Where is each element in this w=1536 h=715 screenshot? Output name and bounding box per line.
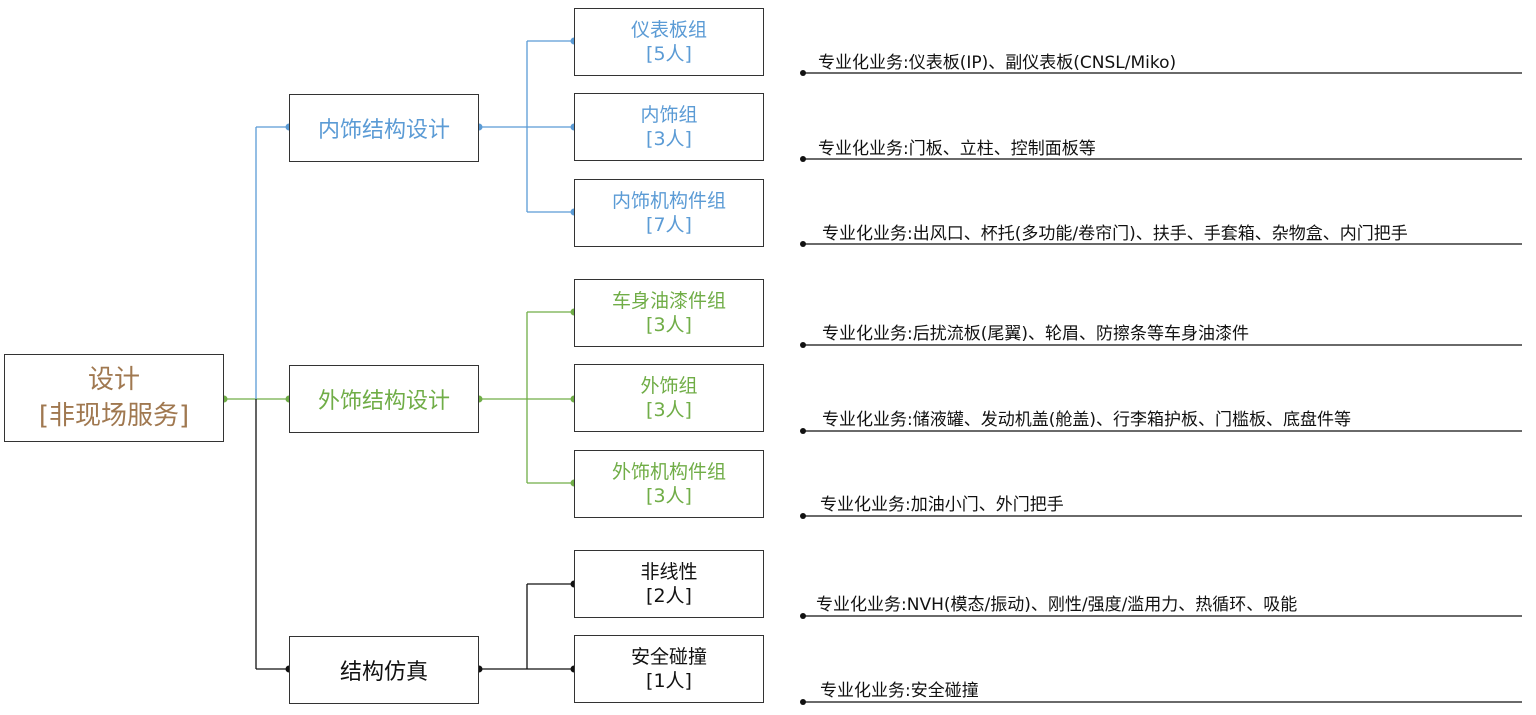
dept-label: 内饰结构设计: [317, 118, 450, 143]
group-headcount: [1人]: [646, 670, 692, 692]
group-headcount: [2人]: [646, 585, 692, 607]
group-name: 仪表板组: [630, 19, 707, 41]
dept-exterior-structure-design: 外饰结构设计: [289, 365, 479, 433]
business-desc-interior-trim: 专业化业务:门板、立柱、控制面板等: [818, 139, 1096, 159]
root-subtitle: [非现场服务]: [38, 401, 190, 431]
group-name: 非线性: [640, 561, 698, 583]
business-bullet: [800, 241, 806, 247]
group-name: 内饰组: [640, 104, 698, 126]
group-headcount: [5人]: [646, 43, 692, 65]
group-instrument-panel: 仪表板组 [5人]: [574, 8, 764, 76]
business-bullet: [800, 70, 806, 76]
group-name: 车身油漆件组: [611, 290, 726, 312]
business-desc-exterior-trim: 专业化业务:储液罐、发动机盖(舱盖)、行李箱护板、门槛板、底盘件等: [822, 410, 1351, 430]
business-desc-exterior-mechanism: 专业化业务:加油小门、外门把手: [820, 495, 1064, 515]
business-bullet: [800, 699, 806, 705]
group-interior-mechanism: 内饰机构件组 [7人]: [574, 179, 764, 247]
group-name: 内饰机构件组: [611, 190, 726, 212]
dept-label: 结构仿真: [339, 660, 428, 685]
business-bullet: [800, 613, 806, 619]
group-interior-trim: 内饰组 [3人]: [574, 93, 764, 161]
business-bullet: [800, 428, 806, 434]
business-bullet: [800, 156, 806, 162]
business-desc-nonlinear: 专业化业务:NVH(模态/振动)、刚性/强度/滥用力、热循环、吸能: [816, 595, 1298, 615]
group-headcount: [7人]: [646, 214, 692, 236]
business-bullet: [800, 513, 806, 519]
root-title: 设计: [87, 365, 140, 395]
business-desc-interior-mechanism: 专业化业务:出风口、杯托(多功能/卷帘门)、扶手、手套箱、杂物盒、内门把手: [822, 224, 1408, 244]
group-headcount: [3人]: [646, 399, 692, 421]
group-crash-safety: 安全碰撞 [1人]: [574, 635, 764, 703]
dept-label: 外饰结构设计: [317, 389, 450, 414]
group-headcount: [3人]: [646, 314, 692, 336]
group-headcount: [3人]: [646, 128, 692, 150]
dept-structure-simulation: 结构仿真: [289, 636, 479, 704]
group-exterior-trim: 外饰组 [3人]: [574, 364, 764, 432]
group-exterior-mechanism: 外饰机构件组 [3人]: [574, 450, 764, 518]
dept-interior-structure-design: 内饰结构设计: [289, 94, 479, 162]
root-node-design: 设计 [非现场服务]: [4, 354, 224, 442]
group-name: 外饰组: [640, 375, 698, 397]
business-bullet: [800, 342, 806, 348]
business-desc-body-paint-parts: 专业化业务:后扰流板(尾翼)、轮眉、防擦条等车身油漆件: [822, 324, 1249, 344]
business-desc-crash-safety: 专业化业务:安全碰撞: [820, 681, 979, 701]
business-desc-instrument-panel: 专业化业务:仪表板(IP)、副仪表板(CNSL/Miko): [818, 53, 1177, 73]
group-name: 外饰机构件组: [611, 461, 726, 483]
group-headcount: [3人]: [646, 485, 692, 507]
group-body-paint-parts: 车身油漆件组 [3人]: [574, 279, 764, 347]
group-nonlinear: 非线性 [2人]: [574, 550, 764, 618]
group-name: 安全碰撞: [630, 646, 707, 668]
